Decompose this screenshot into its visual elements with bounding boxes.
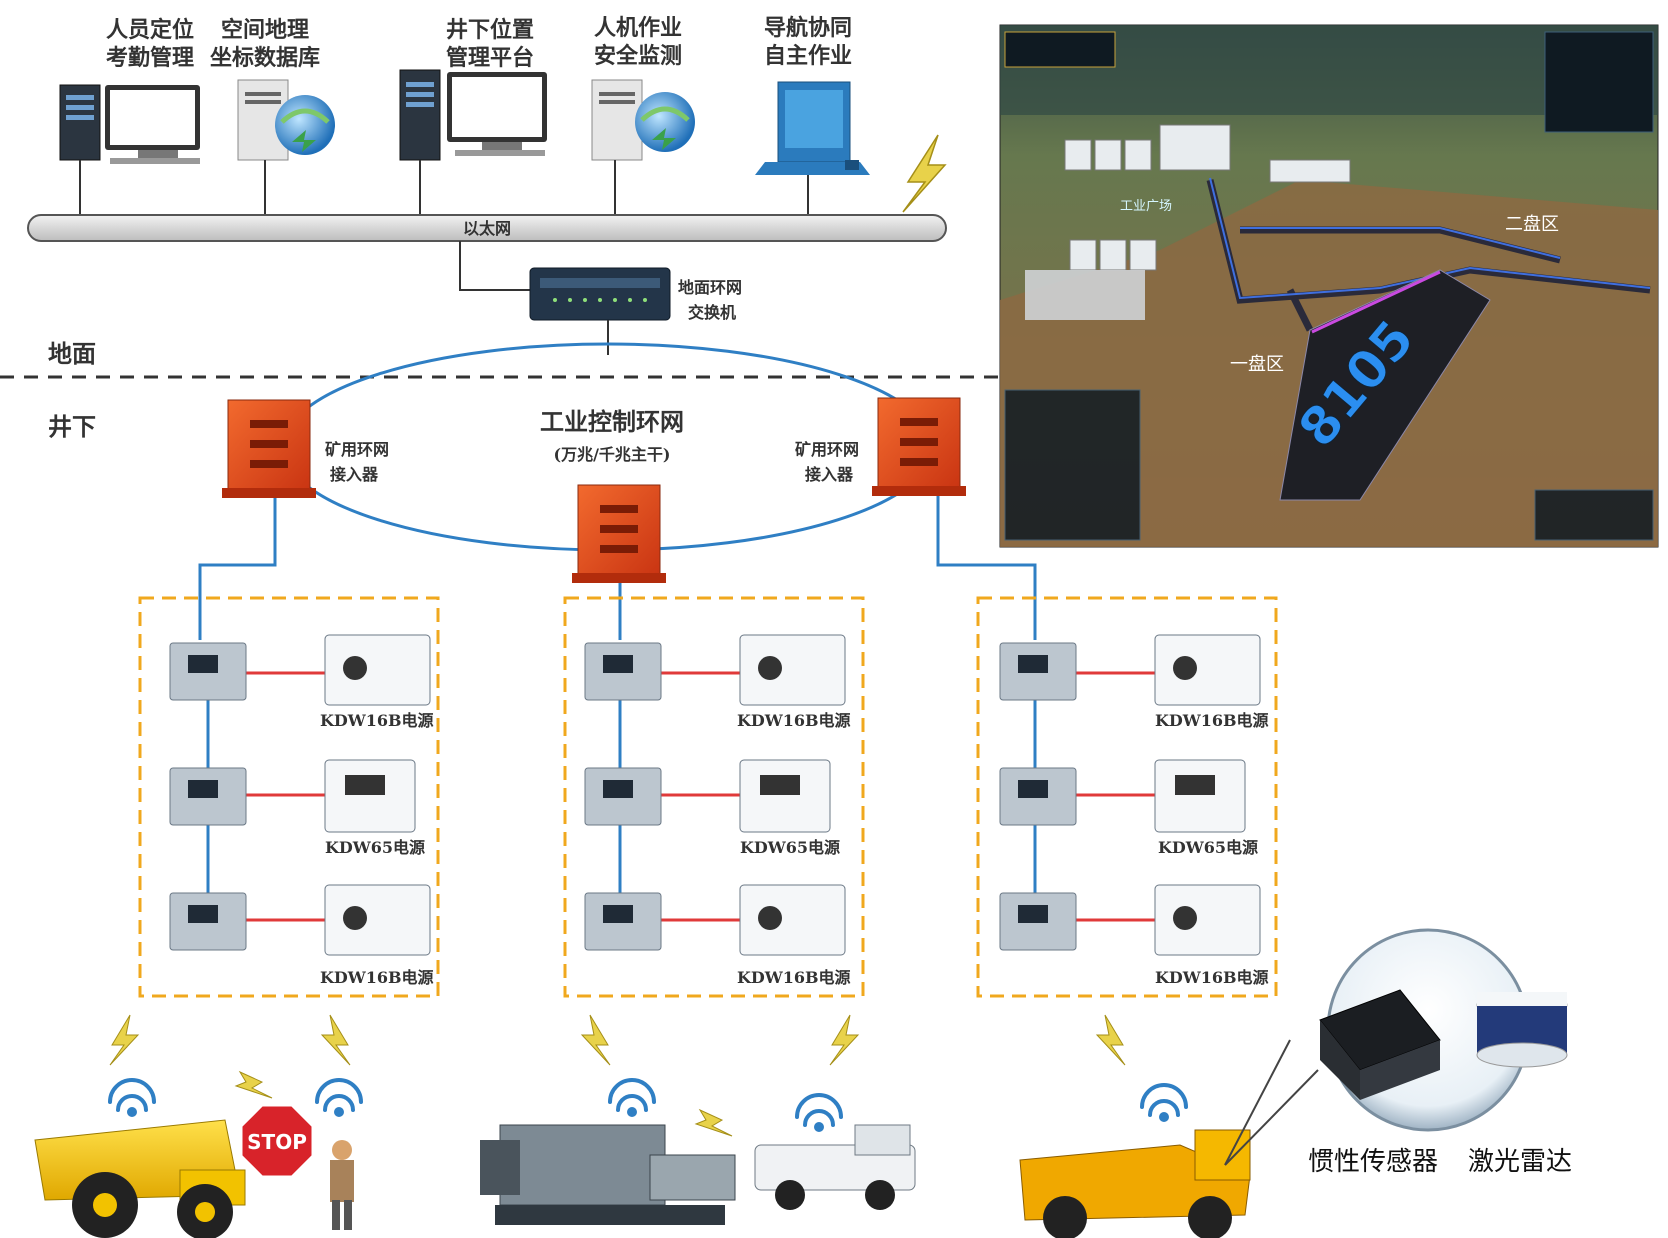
power-label: KDW16B电源 — [737, 711, 851, 730]
wireless-lightning-icon — [580, 1014, 611, 1066]
access-label-line2: 接入器 — [330, 465, 379, 484]
working-face-conveyor — [1279, 269, 1491, 501]
top-node-geo-database: 空间地理 坐标数据库 — [210, 17, 335, 161]
top-node-attendance: 人员定位 考勤管理 — [59, 17, 200, 164]
wireless-lightning-icon — [234, 1070, 273, 1099]
plaza-label: 工业广场 — [1120, 199, 1172, 214]
sensor-callout — [1224, 928, 1568, 1166]
top-node-label-line2: 考勤管理 — [106, 45, 194, 71]
power-label: KDW16B电源 — [1155, 968, 1269, 987]
access-label-line1: 矿用环网 — [325, 440, 389, 459]
power-supply-icon — [1154, 634, 1261, 706]
power-group-1: KDW16B电源 KDW65电源 KDW16B电源 — [138, 596, 440, 998]
scene-stats-panel — [1004, 389, 1141, 541]
wifi-icons — [108, 1078, 1188, 1132]
power-label: KDW16B电源 — [320, 711, 434, 730]
lidar-icon — [1476, 992, 1568, 1068]
surface-label: 地面 — [48, 339, 96, 368]
power-label: KDW65电源 — [1158, 838, 1258, 857]
wireless-lightning-icon — [694, 1108, 733, 1137]
zone-one-label: 一盘区 — [1230, 354, 1284, 375]
top-node-label-line2: 坐标数据库 — [210, 45, 320, 71]
wifi-icon — [795, 1093, 843, 1132]
top-node-label-line1: 人员定位 — [106, 17, 194, 43]
power-group-3: KDW16B电源 KDW65电源 KDW16B电源 — [976, 596, 1278, 998]
continuous-miner-icon — [480, 1124, 736, 1225]
access-box-center — [572, 484, 666, 583]
wireless-lightning-group — [109, 1014, 1126, 1137]
top-node-label-line2: 安全监测 — [594, 43, 682, 69]
top-node-label-line1: 导航协同 — [764, 15, 852, 41]
power-label: KDW16B电源 — [1155, 711, 1269, 730]
scene-info-panel — [1004, 31, 1116, 68]
node-links — [79, 160, 809, 215]
power-supply-icon — [324, 884, 431, 956]
ring-switch-icon — [529, 267, 671, 321]
power-supply-icon — [324, 634, 431, 706]
lidar-label: 激光雷达 — [1468, 1147, 1572, 1177]
zone-two-label: 二盘区 — [1505, 214, 1559, 235]
access-label-line1: 矿用环网 — [795, 440, 859, 459]
wifi-icon — [315, 1078, 363, 1117]
power-label: KDW16B电源 — [737, 968, 851, 987]
wireless-lightning-icon — [320, 1014, 351, 1066]
access-label-line2: 接入器 — [805, 465, 854, 484]
top-node-navigation: 导航协同 自主作业 — [755, 15, 870, 175]
access-uplinks — [198, 496, 1037, 640]
top-node-label-line2: 管理平台 — [446, 45, 534, 71]
scene-side-panel — [1544, 31, 1654, 133]
worker-icon — [330, 1140, 354, 1230]
power-supply-icon — [1154, 884, 1261, 956]
power-supply-icon — [1154, 759, 1246, 833]
power-supply-icon — [739, 634, 846, 706]
stop-sign-text: STOP — [247, 1130, 307, 1154]
stop-sign-icon: STOP — [239, 1103, 315, 1179]
power-group-2: KDW16B电源 KDW65电源 KDW16B电源 — [563, 596, 865, 998]
power-label: KDW65电源 — [325, 838, 425, 857]
inertial-sensor-label: 惯性传感器 — [1308, 1147, 1438, 1177]
dump-truck-icon — [34, 1119, 246, 1238]
ethernet-label: 以太网 — [463, 219, 511, 238]
wifi-icon — [608, 1078, 656, 1117]
lhd-loader-icon — [1019, 1129, 1251, 1238]
top-node-label-line1: 井下位置 — [446, 17, 534, 43]
switch-label-line1: 地面环网 — [678, 278, 742, 297]
wifi-icon — [1140, 1083, 1188, 1122]
ring-subtitle: (万兆/千兆主干) — [554, 445, 671, 464]
wireless-lightning-icon — [902, 134, 947, 213]
globe-icon — [275, 95, 335, 155]
globe-icon — [635, 92, 695, 152]
top-node-label-line1: 空间地理 — [221, 17, 309, 43]
mine-3d-scene: 8105 一盘区 二盘区 工业广场 — [999, 24, 1659, 548]
top-node-label-line2: 自主作业 — [764, 43, 852, 69]
top-node-label-line1: 人机作业 — [594, 15, 682, 41]
access-box-left — [222, 399, 316, 498]
power-label: KDW16B电源 — [320, 968, 434, 987]
wireless-lightning-icon — [1095, 1014, 1126, 1066]
scene-legend-panel — [1534, 489, 1654, 541]
power-supply-icon — [324, 759, 416, 833]
top-node-location-platform: 井下位置 管理平台 — [399, 17, 547, 161]
power-supply-icon — [739, 759, 831, 833]
wireless-lightning-icon — [109, 1014, 140, 1066]
ethernet-bus — [27, 214, 947, 242]
power-label: KDW65电源 — [740, 838, 840, 857]
top-node-safety-monitoring: 人机作业 安全监测 — [591, 15, 695, 161]
wireless-lightning-icon — [829, 1014, 860, 1066]
power-supply-icon — [739, 884, 846, 956]
wifi-icon — [108, 1078, 156, 1117]
shuttle-vehicle-icon — [754, 1124, 916, 1210]
inertial-sensor-icon — [1319, 989, 1441, 1100]
underground-label: 井下 — [48, 412, 96, 441]
switch-label-line2: 交换机 — [688, 303, 736, 322]
ring-title: 工业控制环网 — [540, 407, 684, 436]
access-box-right — [872, 397, 966, 496]
